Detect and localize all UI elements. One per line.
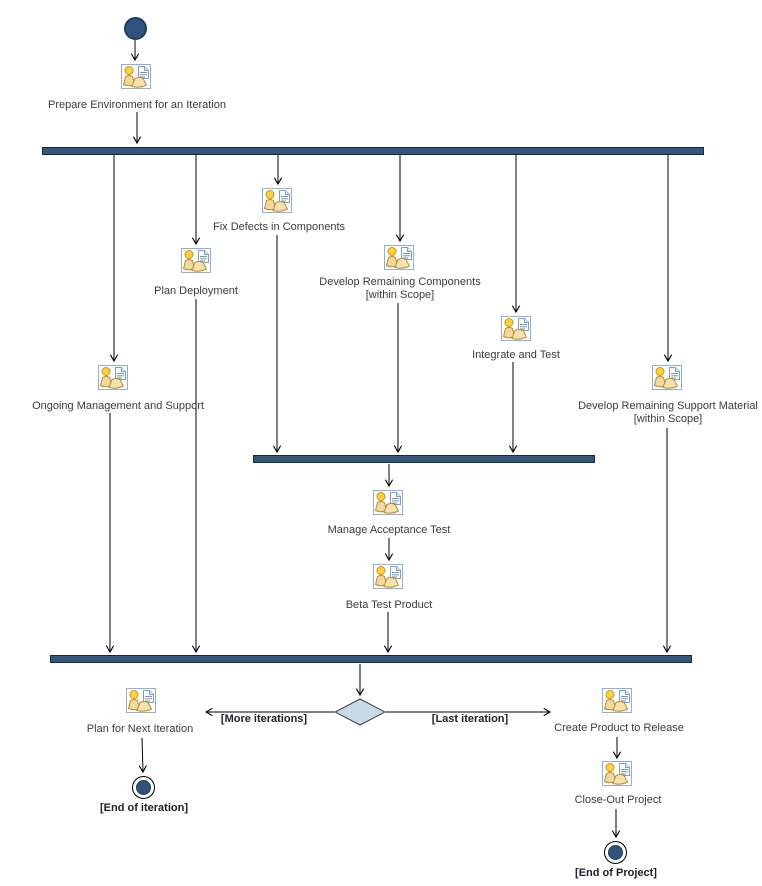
- fork-bar-top: [42, 147, 704, 155]
- activity-people-document-icon[interactable]: [262, 188, 292, 213]
- activity-people-document-icon[interactable]: [121, 64, 151, 89]
- decision-diamond: [333, 698, 387, 731]
- activity-fix-defects-label[interactable]: Fix Defects in Components: [212, 221, 346, 233]
- end-of-project-label: [End of Project]: [575, 867, 657, 879]
- activity-people-document-icon[interactable]: [652, 365, 682, 390]
- activity-integrate-test-label[interactable]: Integrate and Test: [472, 349, 560, 361]
- activity-create-product-label[interactable]: Create Product to Release: [554, 722, 684, 734]
- activity-close-out-label[interactable]: Close-Out Project: [574, 794, 662, 806]
- activity-people-document-icon[interactable]: [126, 688, 156, 713]
- final-node-end-project: [604, 841, 627, 864]
- initial-node: [124, 17, 147, 40]
- join-bar-middle: [253, 455, 595, 463]
- activity-people-document-icon[interactable]: [602, 688, 632, 713]
- final-node-end-iteration: [132, 776, 155, 799]
- join-bar-bottom: [50, 655, 692, 663]
- activity-develop-components-label[interactable]: Develop Remaining Components [within Sco…: [319, 276, 481, 301]
- activity-beta-test-label[interactable]: Beta Test Product: [345, 599, 433, 611]
- activity-people-document-icon[interactable]: [384, 245, 414, 270]
- activity-people-document-icon[interactable]: [373, 564, 403, 589]
- end-of-iteration-label: [End of iteration]: [100, 802, 188, 814]
- activity-people-document-icon[interactable]: [373, 490, 403, 515]
- activity-plan-next-iteration-label[interactable]: Plan for Next Iteration: [86, 723, 194, 735]
- activity-people-document-icon[interactable]: [181, 248, 211, 273]
- activity-develop-support-label[interactable]: Develop Remaining Support Material [with…: [578, 400, 758, 425]
- activity-people-document-icon[interactable]: [98, 365, 128, 390]
- activity-people-document-icon[interactable]: [501, 316, 531, 341]
- activity-people-document-icon[interactable]: [602, 761, 632, 786]
- activity-plan-deployment-label[interactable]: Plan Deployment: [154, 285, 238, 297]
- activity-prepare-environment-label[interactable]: Prepare Environment for an Iteration: [48, 99, 226, 111]
- activity-ongoing-mgmt-label[interactable]: Ongoing Management and Support: [32, 400, 204, 412]
- activity-manage-acceptance-label[interactable]: Manage Acceptance Test: [327, 524, 451, 536]
- edge-plan-next-to-end-iteration: [138, 737, 147, 774]
- guard-last-iteration-label: [Last iteration]: [431, 713, 509, 725]
- guard-more-iterations-label: [More iterations]: [220, 713, 308, 725]
